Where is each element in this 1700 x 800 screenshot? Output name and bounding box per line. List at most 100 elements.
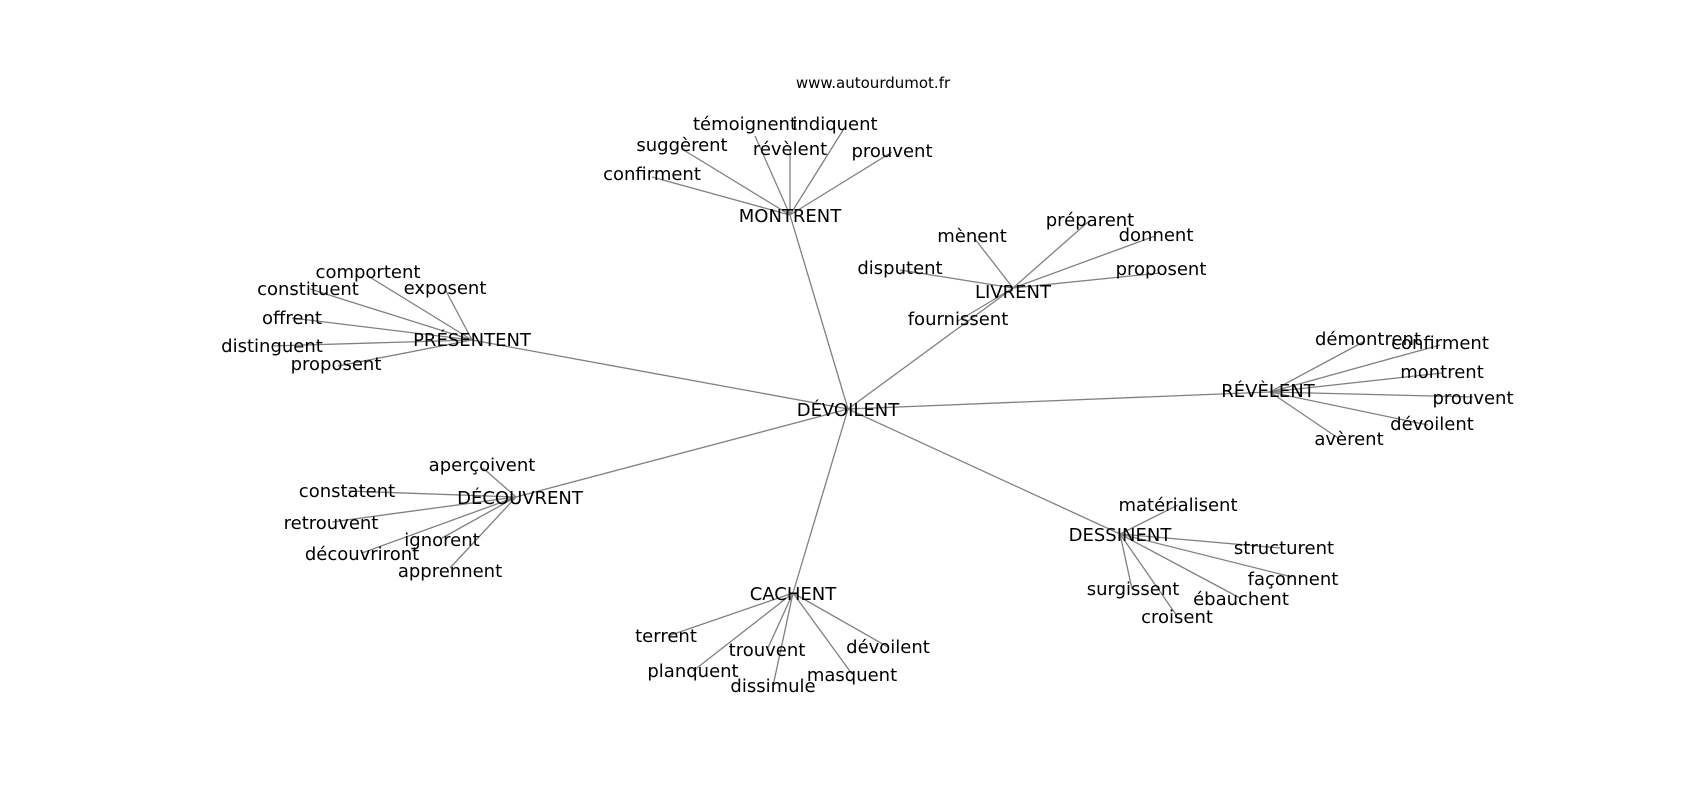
leaf-node-label: montrent <box>1400 362 1484 383</box>
leaf-edge <box>1269 391 1429 426</box>
leaf-edge <box>772 592 794 687</box>
hub-edge <box>789 214 849 410</box>
leaf-edge <box>789 151 893 216</box>
leaf-edge <box>754 135 791 216</box>
leaf-node-label: dissimule <box>730 676 815 697</box>
leaf-node-label: exposent <box>404 278 487 299</box>
leaf-edge <box>1012 235 1156 289</box>
leaf-edge <box>957 287 1014 322</box>
leaf-node-label: disputent <box>857 258 942 279</box>
leaf-edge <box>1269 344 1441 393</box>
leaf-node-label: prouvent <box>1432 388 1513 409</box>
leaf-node-label: offrent <box>262 308 322 329</box>
leaf-node-label: ignorent <box>404 530 479 551</box>
leaf-edge <box>792 592 853 675</box>
leaf-edge <box>337 339 473 367</box>
hub-node-label: DÉCOUVRENT <box>457 487 584 509</box>
leaf-edge <box>1012 221 1089 289</box>
leaf-edge <box>1269 372 1443 393</box>
leaf-node-label: démontrent <box>1315 329 1421 350</box>
leaf-node-label: révèlent <box>753 139 827 160</box>
leaf-node-label: dévoilent <box>1390 414 1474 435</box>
leaf-edge <box>444 288 473 341</box>
leaf-node-label: surgissent <box>1087 579 1180 600</box>
leaf-node-label: matérialisent <box>1118 495 1237 516</box>
leaf-node-label: fournissent <box>908 309 1009 330</box>
leaf-edge <box>1119 533 1293 578</box>
leaf-node-label: proposent <box>1116 259 1207 280</box>
leaf-edge <box>766 592 794 651</box>
leaf-edge <box>1269 391 1339 439</box>
leaf-node-label: masquent <box>807 665 897 686</box>
leaf-node-label: indiquent <box>792 114 877 135</box>
leaf-node-label: façonnent <box>1248 569 1339 590</box>
hub-edge <box>847 408 1121 535</box>
hub-node-label: RÉVÈLENT <box>1221 380 1315 402</box>
hub-node-label: CACHENT <box>750 584 838 605</box>
leaf-node-label: confirment <box>1391 333 1489 354</box>
leaf-node-label: mènent <box>937 226 1007 247</box>
leaf-edge <box>1269 391 1474 398</box>
hub-edge <box>515 408 849 498</box>
center-node-label: DÉVOILENT <box>797 399 901 421</box>
leaf-edge <box>651 176 791 216</box>
hub-edge <box>471 339 849 410</box>
hub-edge <box>847 391 1271 410</box>
leaf-node-label: apprennent <box>398 561 502 582</box>
leaf-edge <box>974 238 1014 289</box>
leaf-node-label: planquent <box>647 661 738 682</box>
leaf-edge <box>291 317 473 341</box>
leaf-edge <box>899 269 1014 289</box>
leaf-node-label: terrent <box>635 626 697 647</box>
leaf-edge <box>681 148 791 216</box>
leaf-node-label: témoignent <box>693 114 797 135</box>
leaf-edge <box>367 275 473 341</box>
leaf-edge <box>1119 533 1281 549</box>
leaf-node-label: constatent <box>299 481 395 502</box>
leaf-edge <box>692 592 794 672</box>
hub-edge <box>792 408 849 594</box>
hub-node-label: LIVRENT <box>975 282 1052 303</box>
leaf-edge <box>1119 533 1133 590</box>
leaf-edge <box>331 496 517 523</box>
leaf-node-label: retrouvent <box>284 513 379 534</box>
leaf-node-label: suggèrent <box>636 135 727 156</box>
leaf-node-label: croisent <box>1141 607 1213 628</box>
leaf-edge <box>1119 504 1179 535</box>
leaf-node-label: proposent <box>291 354 382 375</box>
leaf-edge <box>361 496 517 554</box>
leaf-edge <box>1012 272 1161 289</box>
leaf-node-label: prouvent <box>851 141 932 162</box>
leaf-node-label: ébauchent <box>1193 589 1289 610</box>
leaf-node-label: donnent <box>1119 225 1194 246</box>
edges-layer <box>271 126 1474 687</box>
watermark: www.autourdumot.fr <box>796 74 951 92</box>
leaf-node-label: distinguent <box>221 336 323 357</box>
leaf-edge <box>789 126 846 216</box>
leaf-node-label: structurent <box>1234 538 1334 559</box>
leaf-node-label: découvriront <box>305 544 419 565</box>
leaf-edge <box>309 288 473 341</box>
leaf-edge <box>1269 340 1366 393</box>
leaf-edge <box>449 496 517 569</box>
leaf-edge <box>482 467 517 498</box>
leaf-node-label: comportent <box>316 262 421 283</box>
labels-layer: www.autourdumot.fr DÉVOILENT témoignenti… <box>221 74 1513 697</box>
leaf-node-label: constituent <box>257 279 359 300</box>
leaf-node-label: dévoilent <box>846 637 930 658</box>
hub-node-label: PRÉSENTENT <box>413 329 532 351</box>
leaf-edge <box>792 592 889 648</box>
leaf-node-label: trouvent <box>729 640 806 661</box>
leaf-node-label: aperçoivent <box>429 455 536 476</box>
leaf-edge <box>441 496 517 539</box>
leaf-edge <box>271 339 473 347</box>
leaf-edge <box>1119 533 1241 599</box>
leaf-node-label: préparent <box>1046 210 1135 231</box>
leaf-node-label: avèrent <box>1314 429 1383 450</box>
hub-node-label: DESSINENT <box>1069 525 1173 546</box>
leaf-edge <box>1119 533 1178 617</box>
leaf-edge <box>667 592 794 637</box>
leaf-edge <box>347 490 517 498</box>
leaf-node-label: confirment <box>603 164 701 185</box>
